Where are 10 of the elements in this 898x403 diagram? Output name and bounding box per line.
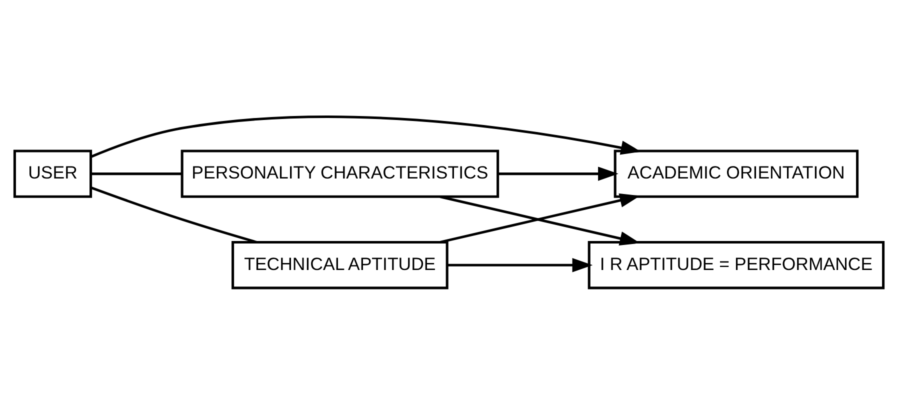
node-box: ACADEMIC ORIENTATION (614, 149, 859, 198)
arrow (498, 166, 618, 180)
node-box: USER (13, 149, 92, 198)
node-box: I R APTITUDE = PERFORMANCE (588, 240, 885, 289)
connector (91, 172, 182, 175)
connector (90, 186, 258, 243)
node-box: TECHNICAL APTITUDE (232, 240, 448, 289)
node-box: PERSONALITY CHARACTERISTICS (180, 149, 500, 198)
arrow (90, 115, 642, 158)
arrow (447, 258, 593, 272)
